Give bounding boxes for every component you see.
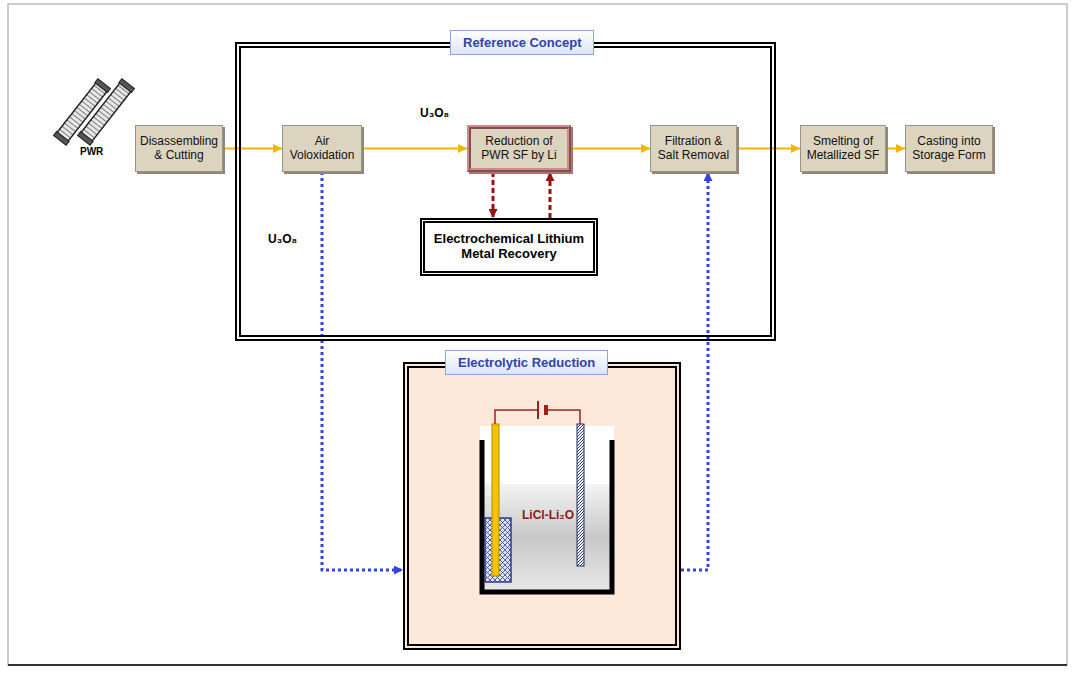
flow-arrow	[681, 172, 708, 570]
flow-arrow	[322, 172, 403, 570]
electrolyte-label: LiCl-Li₂O	[522, 508, 574, 522]
process-box: Filtration & Salt Removal	[650, 125, 737, 172]
flow-arrow	[571, 148, 650, 150]
power-wire	[495, 410, 580, 424]
process-box: Disassembling & Cutting	[135, 125, 223, 172]
box-label: Electrochemical Lithium Metal Recovery	[428, 232, 590, 262]
cathode-rod	[492, 424, 499, 576]
box-label: Filtration & Salt Removal	[654, 135, 733, 163]
process-box: Smelting of Metallized SF	[800, 125, 886, 172]
flow-arrow	[362, 148, 467, 150]
flow-label: U₃O₈	[266, 232, 299, 246]
group-frame: Reference ConceptAir VoloxidationReducti…	[235, 42, 776, 341]
box-label: Smelting of Metallized SF	[804, 135, 882, 163]
cathode-basket	[485, 518, 511, 582]
flow-arrow	[737, 148, 800, 150]
flow-arrow	[223, 148, 282, 150]
box-label: Air Voloxidation	[286, 135, 358, 163]
cell-headspace	[480, 426, 614, 484]
flow-arrow	[886, 148, 905, 150]
process-box: Air Voloxidation	[282, 125, 362, 172]
box-label: Reduction of PWR SF by Li	[474, 135, 564, 163]
process-box: Reduction of PWR SF by Li	[467, 125, 571, 172]
group-heading: Electrolytic Reduction	[445, 350, 608, 375]
frame-border	[8, 4, 1067, 665]
box-label: Casting into Storage Form	[909, 135, 989, 163]
power-source	[544, 405, 548, 415]
anode-electrode	[577, 424, 584, 566]
flow-arrow	[492, 172, 495, 218]
power-source	[537, 401, 539, 419]
box-label: Disassembling & Cutting	[139, 135, 219, 163]
cell-vessel	[482, 440, 612, 592]
part-label: PWR	[80, 146, 103, 157]
flow-arrow	[549, 172, 552, 218]
group-frame: Electrolytic Reduction	[403, 362, 681, 650]
frame-baseline	[8, 664, 1067, 666]
salt-melt	[484, 484, 610, 590]
process-box: Casting into Storage Form	[905, 125, 993, 172]
group-heading: Reference Concept	[450, 30, 594, 55]
process-box: Electrochemical Lithium Metal Recovery	[420, 218, 598, 276]
fuel-assembly	[78, 79, 135, 146]
flow-label: U₃O₈	[418, 106, 451, 120]
